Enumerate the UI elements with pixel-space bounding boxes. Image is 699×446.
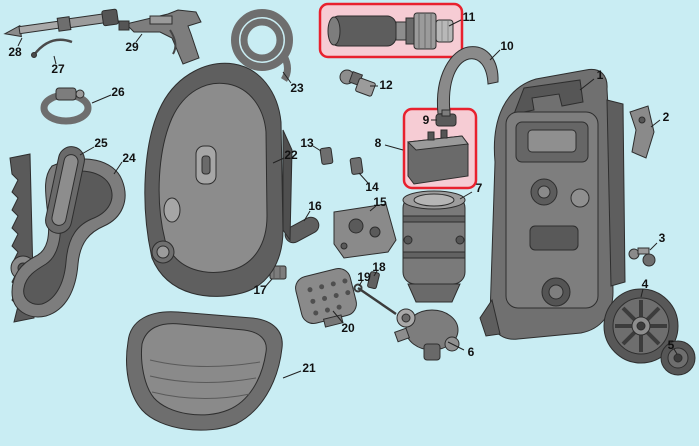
part-18-lever-shape	[367, 271, 380, 290]
leader-line-wire-hook	[53, 55, 57, 65]
leader-line-grip-pad	[79, 146, 95, 156]
part-label-lever: 18	[372, 260, 386, 274]
part-4-wheel-shape	[603, 288, 679, 364]
part-23-hose-coil-shape	[231, 9, 293, 82]
part-19-pin-shape	[353, 283, 397, 316]
part-6-pump-head-shape	[394, 308, 460, 361]
part-label-capacitor-cap: 9	[423, 113, 430, 127]
part-label-handle: 10	[500, 39, 514, 53]
part-label-hose-coil: 23	[290, 81, 304, 95]
part-22-front-cover-shape	[144, 62, 293, 297]
leader-line-clip-right	[358, 172, 369, 184]
leader-line-axle-pins	[649, 242, 658, 251]
part-label-bracket: 2	[663, 110, 670, 124]
leader-line-lance	[17, 37, 23, 47]
leader-line-hose-coil	[282, 71, 292, 84]
part-20-vent-plate-shape	[295, 267, 357, 328]
part-label-hose-connector: 12	[379, 78, 393, 92]
part-label-vent-plate: 20	[341, 321, 355, 335]
part-13-clip-shape	[319, 147, 334, 165]
leader-line-hub-cap	[673, 348, 678, 355]
leader-line-bracket	[650, 119, 661, 128]
part-28-lance-shape	[3, 8, 119, 38]
leader-line-pump-assembly	[448, 19, 462, 27]
part-label-switch-plate: 15	[373, 195, 387, 209]
leader-line-hose-clamp	[91, 94, 112, 104]
part-label-motor: 7	[476, 181, 483, 195]
part-label-trigger-gun: 29	[125, 40, 139, 54]
leader-line-clip-left	[312, 145, 322, 152]
part-14-clip-shape	[349, 157, 364, 175]
part-25-grip-pad-shape	[45, 146, 85, 234]
leader-line-wheel	[640, 288, 644, 298]
part-8-capacitor-shape	[406, 129, 469, 185]
part-21-base-shell-shape	[126, 311, 283, 431]
part-label-wheel: 4	[642, 277, 649, 291]
part-label-lance: 28	[8, 45, 22, 59]
part-label-hub-cap: 5	[668, 338, 675, 352]
part-label-hose-clamp: 26	[111, 85, 125, 99]
leader-line-switch-plate	[369, 205, 377, 212]
part-label-front-cover: 22	[284, 148, 298, 162]
part-11-pump-assembly-shape	[327, 12, 454, 50]
part-15-switch-plate-shape	[333, 203, 397, 259]
part-label-base-shell: 21	[302, 361, 316, 375]
part-29-trigger-gun-shape	[118, 9, 202, 65]
part-label-clip-right: 14	[365, 180, 379, 194]
leader-line-trigger-gun	[135, 33, 143, 43]
part-label-foam-sleeve: 16	[308, 199, 322, 213]
leader-line-handle	[489, 49, 501, 61]
part-5-hub-cap-shape	[660, 340, 696, 376]
part-24-side-handle-shape	[9, 153, 126, 323]
leader-line-rear-frame	[579, 78, 595, 91]
labels-layer: 1234567891011121314151617181920212223242…	[8, 10, 678, 379]
part-label-pump-assembly: 11	[463, 10, 476, 24]
part-12-hose-connector-shape	[339, 69, 376, 97]
leader-line-small-block	[264, 278, 273, 288]
leader-line-lever	[373, 270, 378, 277]
leader-line-motor	[459, 191, 473, 200]
part-16-foam-sleeve-shape	[284, 216, 320, 244]
leader-line-capacitor	[384, 144, 404, 151]
leader-line-front-cover	[272, 157, 285, 164]
part-label-pump-head: 6	[468, 345, 475, 359]
part-label-rear-frame: 1	[597, 68, 604, 82]
part-label-clip-left: 13	[300, 136, 314, 150]
part-label-axle-pins: 3	[659, 231, 666, 245]
leader-line-foam-sleeve	[303, 210, 311, 222]
part-label-capacitor: 8	[375, 136, 382, 150]
part-label-pin: 19	[357, 270, 371, 284]
part-1-rear-frame-shape	[479, 68, 626, 340]
part-7-motor-shape	[402, 190, 466, 303]
leader-line-pin	[358, 280, 363, 287]
part-label-grip-pad: 25	[94, 136, 108, 150]
part-label-side-handle: 24	[122, 151, 136, 165]
leader-line-pump-head	[447, 341, 465, 351]
part-label-wire-hook: 27	[51, 62, 65, 76]
leader-line-side-handle	[113, 161, 123, 175]
part-label-small-block: 17	[253, 283, 267, 297]
leader-line-base-shell	[282, 370, 302, 379]
parts-layer	[3, 8, 696, 431]
leader-line-vent-plate	[332, 310, 344, 324]
part-2-bracket-shape	[629, 105, 655, 159]
part-26-hose-clamp-shape	[40, 87, 92, 125]
part-27-wire-hook-shape	[31, 38, 73, 58]
part-10-handle-shape	[436, 46, 499, 115]
part-3-axle-pins-shape	[628, 247, 656, 267]
